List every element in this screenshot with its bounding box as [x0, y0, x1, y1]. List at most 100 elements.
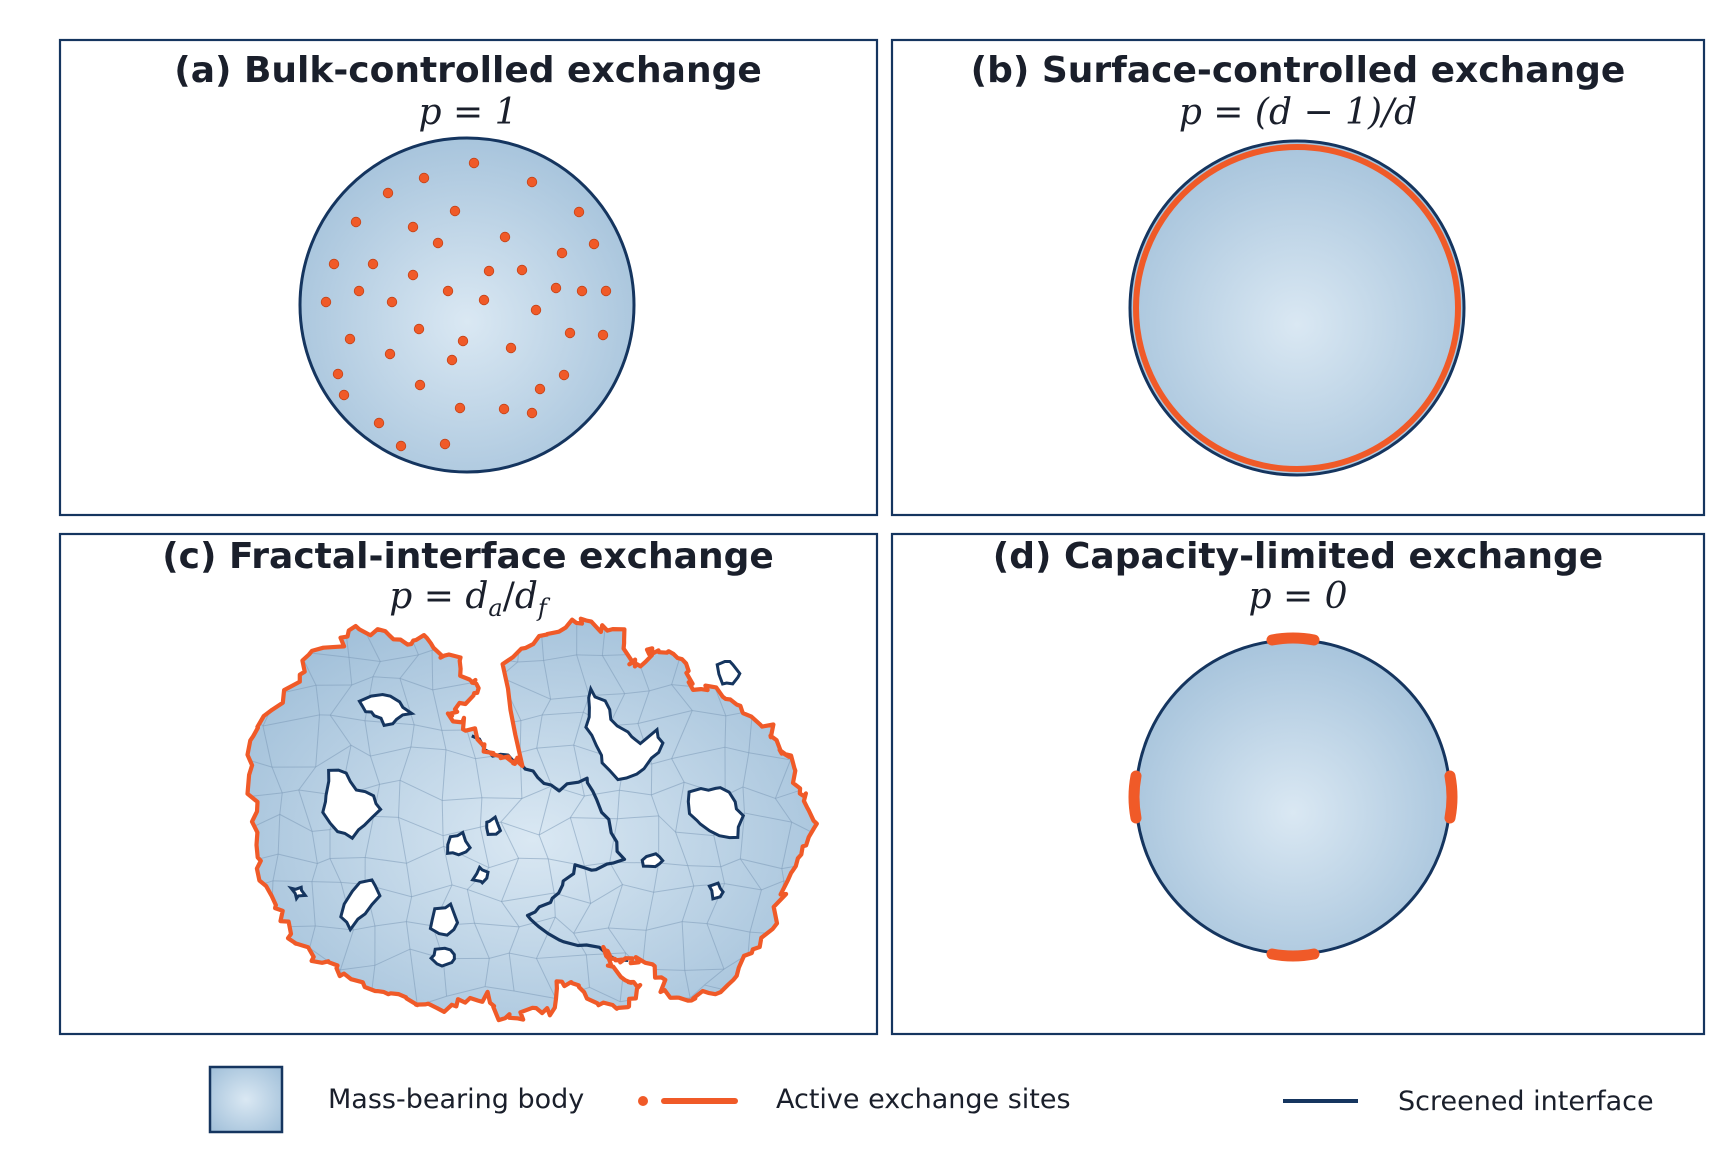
cell-edge	[501, 892, 555, 903]
cell-edge	[706, 923, 751, 933]
bulk-body	[298, 136, 636, 474]
cell-edge	[315, 685, 321, 715]
cell-edge	[550, 695, 590, 700]
cell-edge	[399, 654, 419, 679]
cell-edge	[312, 829, 331, 832]
cell-edge	[315, 925, 354, 931]
cell-edge	[761, 880, 785, 891]
cell-edge	[536, 954, 587, 959]
cell-edge	[399, 678, 415, 725]
cell-edge	[315, 714, 321, 768]
active-site-dot	[418, 172, 430, 184]
cell-edge	[513, 990, 556, 999]
cell-edge	[364, 816, 375, 858]
cell-edge	[277, 814, 281, 855]
cell-edge	[329, 684, 353, 716]
cell-edge	[329, 856, 366, 860]
cell-edge	[619, 789, 652, 796]
cell-edge	[488, 857, 519, 869]
cell-edge	[585, 954, 590, 988]
cell-edge	[538, 834, 549, 860]
cell-edge	[329, 858, 342, 883]
active-site-dot	[386, 296, 398, 308]
active-site-dot	[600, 285, 612, 297]
cell-edge	[576, 654, 590, 696]
cell-edge	[720, 866, 726, 884]
active-site-dot	[382, 187, 394, 199]
legend-active-label: Active exchange sites	[776, 1084, 1071, 1115]
cell-edge	[650, 794, 660, 816]
cell-edge	[372, 661, 381, 677]
cell-edge	[474, 923, 490, 959]
cell-edge	[441, 730, 447, 750]
cell-edge	[724, 715, 727, 748]
legend-active-dot	[638, 1096, 648, 1106]
cell-edge	[536, 958, 557, 999]
cell-edge	[406, 921, 433, 927]
cell-edge	[608, 927, 647, 931]
cell-edge	[441, 749, 447, 801]
cell-edge	[601, 618, 608, 656]
cell-edge	[573, 745, 585, 797]
cell-edge	[411, 884, 453, 898]
cell-edge	[645, 892, 655, 931]
cell-edge	[576, 654, 603, 656]
cell-edge	[500, 858, 520, 902]
cell-edge	[637, 690, 650, 724]
cell-edge	[584, 861, 610, 867]
cell-edge	[681, 921, 686, 971]
screened-pore	[287, 885, 309, 902]
cell-edge	[509, 952, 537, 959]
cell-edge	[442, 797, 482, 801]
cell-edge	[687, 865, 721, 868]
active-site-dot	[449, 205, 461, 217]
screened-pore	[584, 684, 665, 782]
active-site-dot	[350, 216, 362, 228]
cell-edge	[653, 885, 694, 893]
cell-edge	[348, 656, 381, 663]
screened-pore	[485, 814, 503, 836]
cell-edge	[744, 812, 792, 823]
fractal-active-boundary	[245, 616, 819, 1023]
cell-edge	[671, 710, 693, 759]
cell-edge	[365, 856, 407, 864]
cell-edge	[282, 789, 299, 794]
screened-pore	[686, 786, 746, 840]
capacity-body	[1134, 638, 1452, 956]
surface-body	[1128, 139, 1466, 477]
cell-edge	[573, 927, 609, 934]
active-site-dot	[413, 323, 425, 335]
cell-edge	[704, 968, 725, 986]
cell-edge	[671, 746, 726, 760]
cell-edge	[692, 710, 726, 717]
cell-edge	[671, 684, 693, 711]
cell-edge	[364, 720, 371, 757]
cell-edge	[330, 714, 366, 722]
cell-edge	[500, 821, 540, 836]
cell-edge	[706, 923, 725, 970]
cell-edge	[418, 649, 433, 656]
cell-edge	[500, 821, 519, 859]
panel-b: (b) Surface-controlled exchange p = (d −…	[890, 38, 1706, 517]
cell-edge	[500, 798, 523, 823]
cell-edge	[489, 952, 510, 959]
cell-edge	[747, 932, 751, 955]
active-site-dot	[332, 368, 344, 380]
cell-edge	[519, 720, 522, 753]
cell-edge	[517, 659, 544, 663]
cell-edge	[379, 779, 401, 785]
cell-edge	[481, 797, 522, 800]
cell-edge	[554, 916, 574, 934]
cell-edge	[247, 792, 283, 800]
cell-edge	[520, 747, 537, 753]
panel-d: (d) Capacity-limited exchange p = 0	[890, 532, 1706, 1036]
cell-edge	[279, 813, 313, 832]
cell-edge	[445, 749, 476, 760]
screened-pore	[321, 768, 383, 841]
cell-edge	[474, 758, 483, 798]
panel-c-formula: p = da/df	[389, 576, 551, 622]
cell-edge	[272, 880, 312, 883]
cell-edge	[637, 710, 693, 725]
cell-edge	[742, 786, 745, 814]
cell-edge	[601, 655, 626, 694]
